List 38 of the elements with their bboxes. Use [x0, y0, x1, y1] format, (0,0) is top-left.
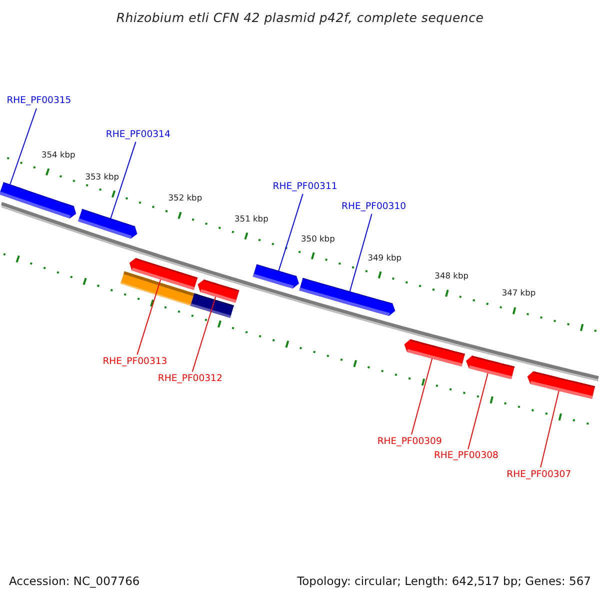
gene-label: RHE_PF00312	[158, 374, 222, 384]
leader-line	[468, 372, 488, 450]
gene-block	[252, 264, 299, 289]
gene-block	[198, 280, 240, 303]
tick-label: 354 kbp	[41, 150, 76, 160]
gene-label: RHE_PF00307	[506, 469, 572, 480]
leader-line	[192, 296, 216, 372]
tick-label: 348 kbp	[434, 271, 468, 280]
tick-label: 352 kbp	[168, 194, 202, 203]
leader-line	[540, 390, 560, 468]
gene-block	[299, 278, 396, 316]
gene-block	[466, 356, 515, 380]
leader-line	[411, 358, 433, 435]
tick-label: 347 kbp	[502, 288, 536, 298]
leader-line	[110, 141, 136, 219]
gene-label: RHE_PF00311	[272, 182, 338, 192]
gene-block	[0, 182, 76, 218]
tick-label: 353 kbp	[85, 172, 120, 182]
tick-label: 351 kbp	[234, 214, 268, 224]
gene-label: RHE_PF00310	[342, 202, 406, 212]
gene-label: RHE_PF00315	[6, 96, 72, 106]
footer-text: Topology: circular; Length: 642,517 bp; Genes: 567	[297, 575, 591, 588]
map-title: Rhizobium etli CFN 42 plasmid p42f, complete sequence	[116, 11, 484, 25]
leader-line	[349, 213, 372, 292]
gene-label: RHE_PF00313	[102, 356, 168, 367]
leader-line	[136, 279, 162, 356]
gene-label: RHE_PF00309	[377, 436, 442, 447]
tick-label: 349 kbp	[368, 253, 402, 262]
gene-block	[129, 258, 198, 290]
gene-block	[404, 339, 465, 366]
footer-text: Accession: NC_007766	[9, 575, 140, 588]
leader-line	[10, 108, 37, 185]
gene-label: RHE_PF00314	[106, 130, 170, 140]
gene-block	[78, 208, 138, 239]
tick-label: 350 kbp	[301, 234, 335, 244]
gene-label: RHE_PF00308	[434, 451, 498, 462]
leader-line	[278, 193, 304, 272]
gene-block	[527, 371, 596, 399]
